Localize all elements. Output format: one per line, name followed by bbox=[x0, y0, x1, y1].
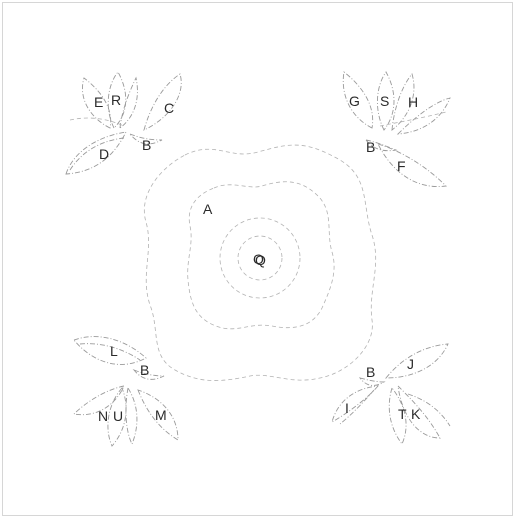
label-n: N bbox=[98, 408, 108, 424]
label-k: K bbox=[411, 406, 421, 422]
label-m: M bbox=[155, 407, 167, 423]
label-a: A bbox=[203, 201, 213, 217]
label-r: R bbox=[111, 92, 121, 108]
label-l: L bbox=[110, 343, 118, 359]
label-e: E bbox=[94, 94, 103, 110]
label-b-bottom-left: B bbox=[140, 362, 149, 378]
label-d: D bbox=[99, 146, 109, 162]
label-f: F bbox=[397, 158, 406, 174]
label-g: G bbox=[349, 93, 360, 109]
label-b-top-right: B bbox=[366, 139, 375, 155]
label-t: T bbox=[398, 406, 407, 422]
label-c: C bbox=[164, 100, 174, 116]
label-q: Q bbox=[255, 252, 266, 268]
label-i: I bbox=[345, 400, 349, 416]
label-b-bottom-right: B bbox=[366, 364, 375, 380]
label-j: J bbox=[407, 356, 414, 372]
label-u: U bbox=[113, 408, 123, 424]
label-h: H bbox=[408, 94, 418, 110]
label-s: S bbox=[380, 93, 389, 109]
label-b-top-left: B bbox=[142, 137, 151, 153]
